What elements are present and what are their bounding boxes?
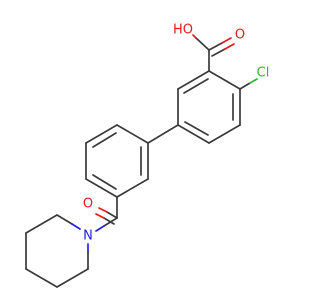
chlorine-substituent: Cl bbox=[239, 66, 270, 90]
ring-bond bbox=[25, 214, 58, 234]
ring-bond bbox=[208, 124, 241, 144]
carboxylic-acid-group: HO O bbox=[173, 23, 245, 72]
ring-bond bbox=[56, 268, 89, 288]
chlorine-bond bbox=[239, 82, 251, 90]
acid-double-bond bbox=[211, 48, 226, 57]
ring-bond bbox=[116, 178, 149, 198]
ring-bond bbox=[116, 124, 149, 144]
hydroxyl-label: HO bbox=[173, 23, 193, 38]
ring-double-bond bbox=[92, 132, 117, 148]
acid-bond bbox=[195, 37, 210, 51]
amide-carbonyl-double-bond bbox=[98, 207, 108, 213]
acid-hydroxyl-bond bbox=[192, 34, 197, 39]
amide-carbonyl-double-bond bbox=[103, 217, 115, 225]
amide-group: O N bbox=[83, 196, 118, 244]
phenyl-ring bbox=[85, 124, 149, 198]
ring-bond bbox=[85, 124, 118, 144]
chlorine-bond bbox=[249, 78, 258, 84]
amide-cn-bond bbox=[103, 217, 118, 227]
ring-bond bbox=[177, 124, 210, 144]
ring-bond bbox=[25, 268, 58, 288]
ring-bond bbox=[177, 70, 210, 90]
ring-double-bond bbox=[92, 174, 117, 190]
chlorine-label: Cl bbox=[257, 66, 270, 81]
ring-bond bbox=[56, 214, 73, 225]
amide-cn-bond bbox=[95, 225, 105, 232]
ring-bond bbox=[71, 223, 81, 230]
piperidine-ring bbox=[25, 214, 89, 288]
acid-double-bond bbox=[221, 37, 232, 44]
acid-oxygen-label: O bbox=[235, 28, 245, 43]
chemical-structure-diagram: HO O Cl O N bbox=[25, 23, 270, 288]
ring-bond bbox=[208, 70, 241, 90]
benzoic-acid-ring bbox=[177, 70, 241, 144]
amide-oxygen-label: O bbox=[83, 197, 93, 212]
ring-double-bond bbox=[184, 121, 209, 136]
ring-bond bbox=[85, 178, 118, 198]
biaryl-bond bbox=[147, 124, 179, 144]
amide-nitrogen-label: N bbox=[83, 229, 93, 244]
acid-double-bond bbox=[224, 43, 235, 50]
acid-double-bond bbox=[208, 42, 223, 51]
amide-carbonyl-double-bond bbox=[106, 211, 118, 219]
ring-double-bond bbox=[183, 78, 209, 94]
amide-carbonyl-double-bond bbox=[95, 213, 105, 219]
